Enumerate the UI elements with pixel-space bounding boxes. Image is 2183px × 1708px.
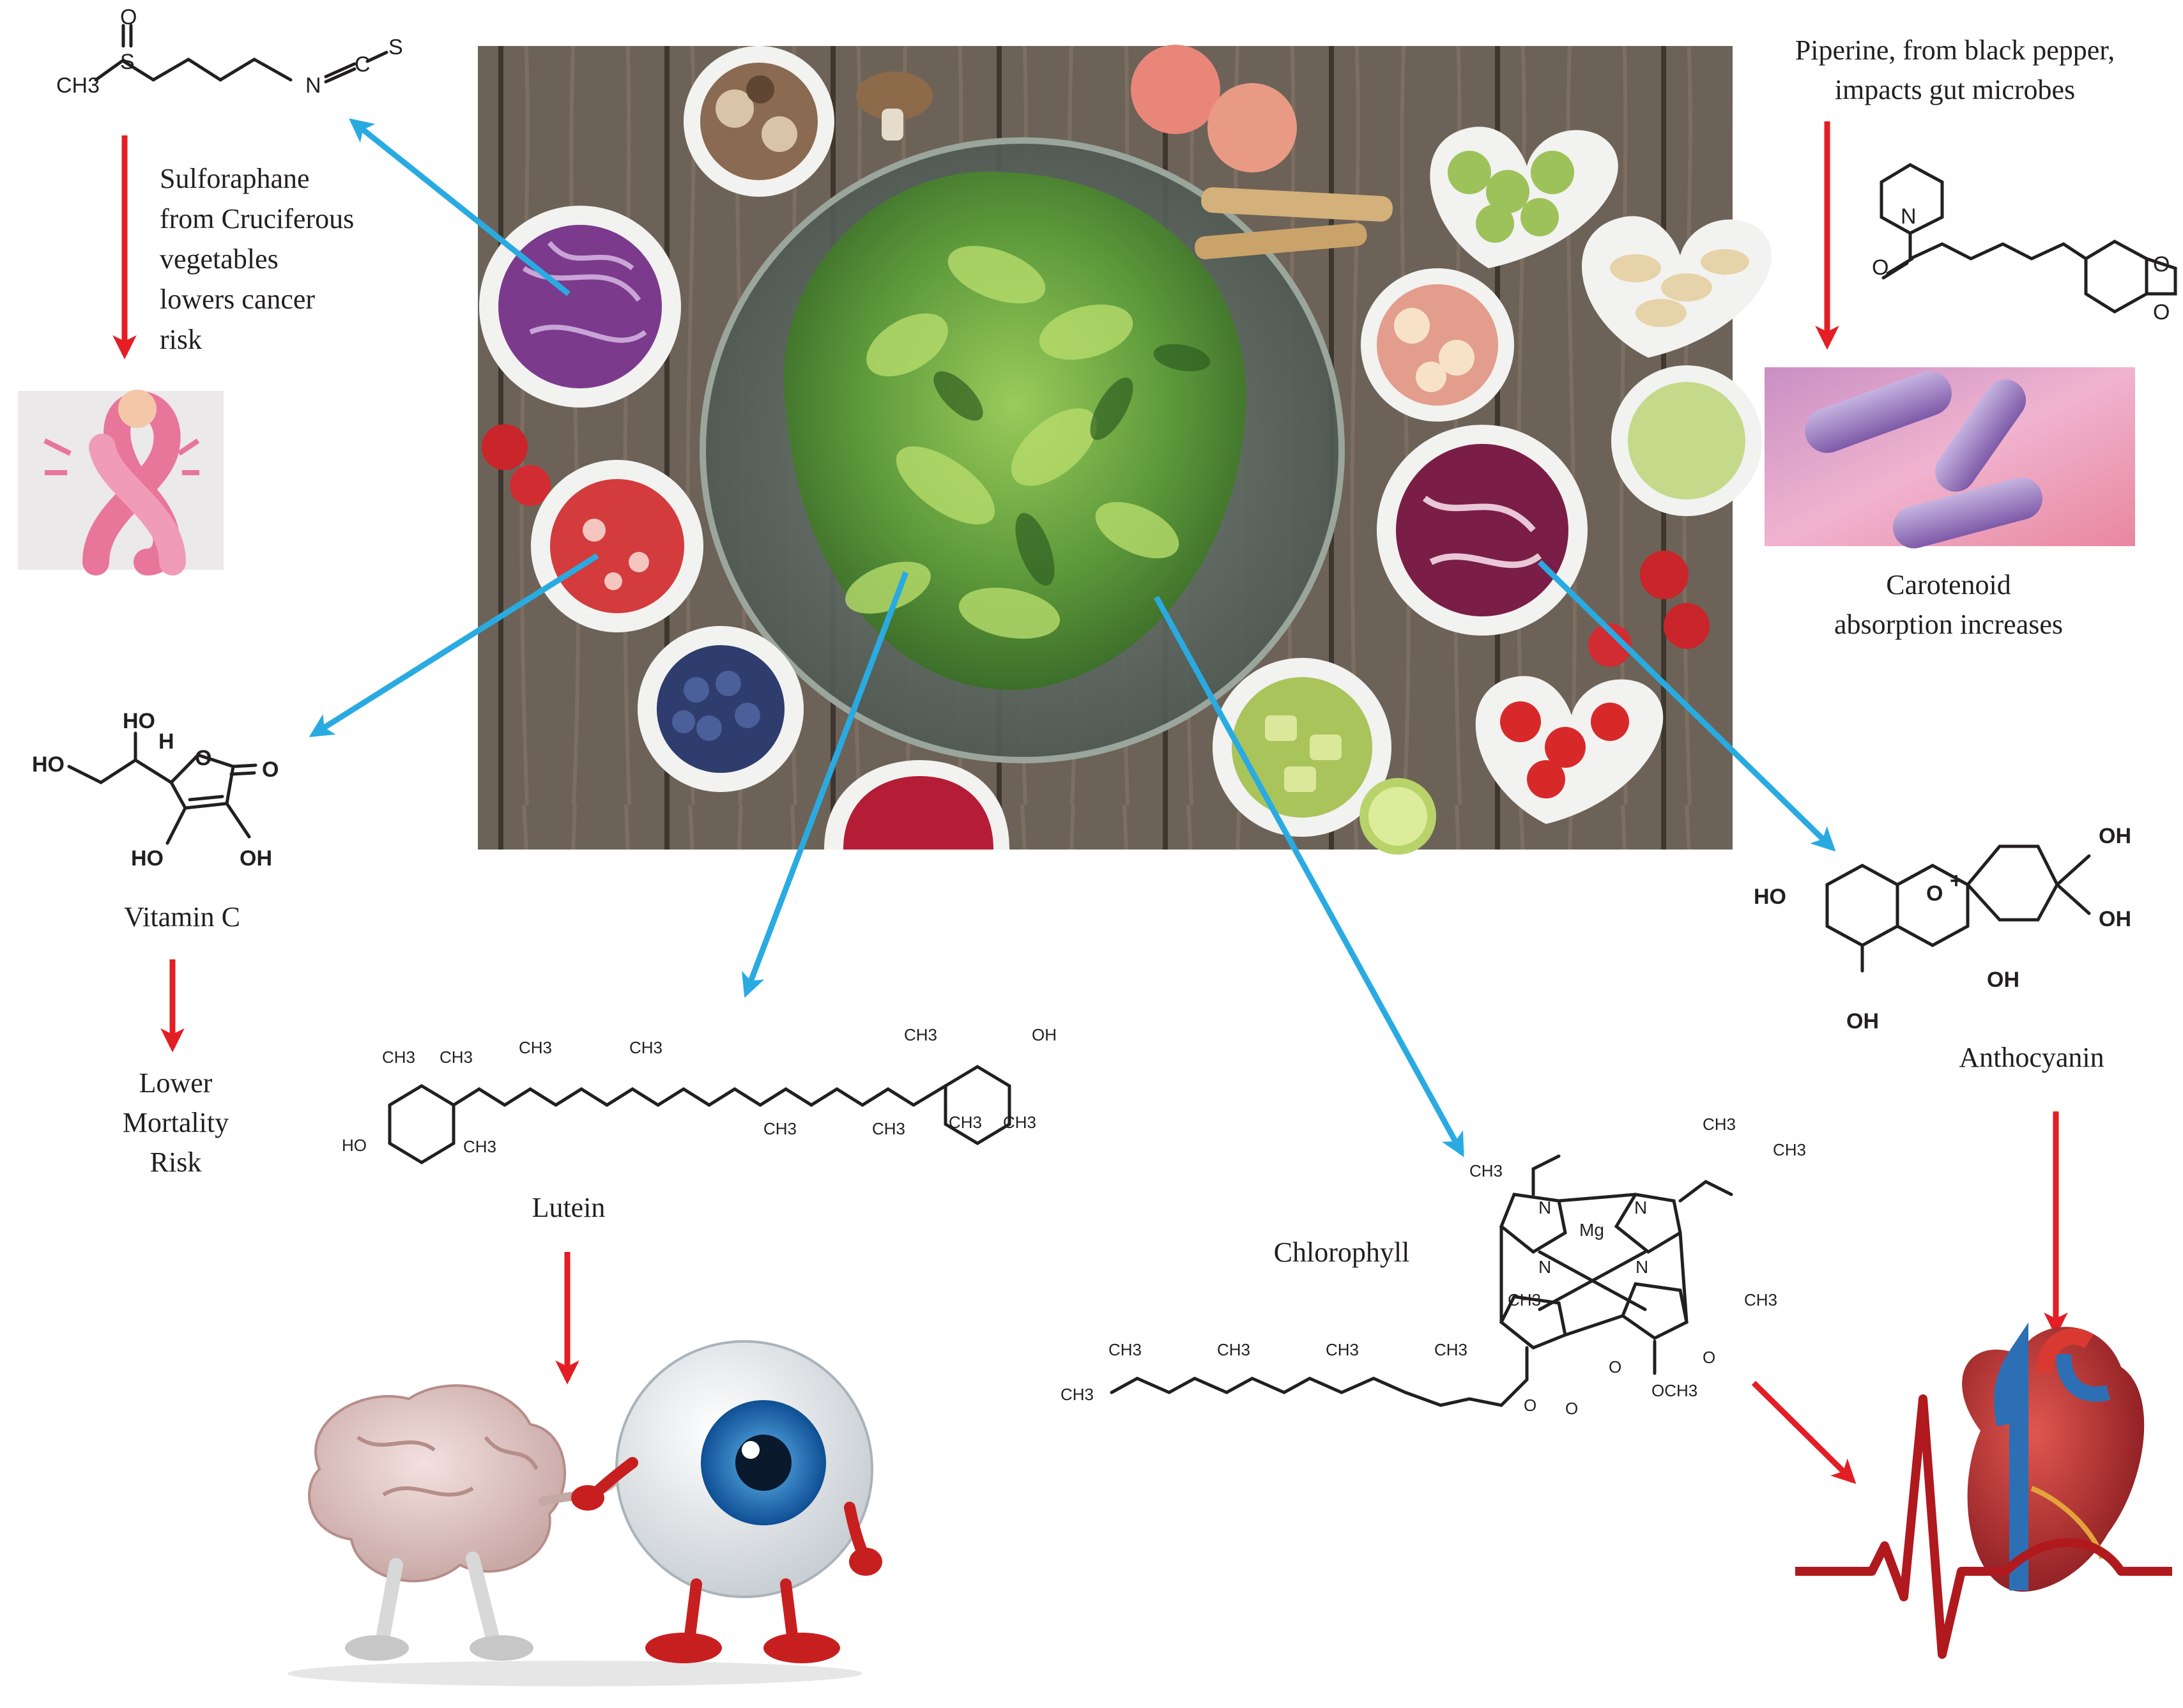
- atom-label: CH3: [1003, 1113, 1037, 1132]
- atom-label: S: [388, 35, 403, 59]
- atom-label: CH3: [1703, 1115, 1736, 1134]
- arrow-chlorophyll-to-heart: [1751, 1380, 1857, 1484]
- carotenoid-label: Carotenoid absorption increases: [1834, 569, 2063, 640]
- atom-label: O: [2153, 252, 2170, 277]
- atom-label: S: [120, 50, 135, 74]
- atom-label: +: [1950, 869, 1963, 893]
- atom-label: CH3: [519, 1038, 553, 1057]
- atom-label: O: [195, 746, 212, 770]
- atom-label: OH: [1987, 968, 2019, 992]
- atom-label: CH3: [872, 1119, 906, 1138]
- atom-label: CH3: [1434, 1340, 1468, 1359]
- piperine-label: Piperine, from black pepper, impacts gut…: [1795, 34, 2115, 105]
- atom-label: CH3: [1508, 1290, 1542, 1309]
- arrow-greens-to-lutein: [742, 571, 909, 998]
- atom-label: CH3: [382, 1048, 416, 1067]
- atom-label: CH3: [56, 73, 100, 98]
- atom-label: HO: [1754, 885, 1786, 909]
- atom-label: N: [1901, 204, 1917, 229]
- arrow-cabbage-to-sulforaphane: [349, 118, 571, 296]
- atom-label: CH3: [1108, 1340, 1142, 1359]
- atom-label: CH3: [1217, 1340, 1251, 1359]
- atom-label: HO: [32, 752, 65, 777]
- structure-sulforaphane: [94, 24, 388, 84]
- sulforaphane-label: Sulforaphane from Cruciferous vegetables…: [160, 163, 355, 355]
- brain-eye-illustration: [287, 1340, 882, 1686]
- atom-label: N: [1635, 1257, 1649, 1277]
- atom-label: CH3: [1469, 1161, 1503, 1180]
- lutein-label: Lutein: [532, 1192, 606, 1223]
- atom-label: O: [1926, 881, 1943, 906]
- atom-label: N: [305, 73, 321, 98]
- atom-label: HO: [123, 709, 155, 733]
- atom-label: HO: [342, 1136, 367, 1155]
- atom-label: O: [1524, 1396, 1537, 1415]
- atom-label: OH: [2099, 907, 2131, 931]
- atom-label: CH3: [1773, 1140, 1807, 1159]
- atom-label: C: [355, 52, 371, 77]
- anthocyanin-label: Anthocyanin: [1959, 1042, 2104, 1073]
- atom-label: OCH3: [1651, 1381, 1698, 1400]
- pointer-arrows: [309, 118, 1836, 1157]
- atom-label: O: [1872, 255, 1889, 280]
- structure-chlorophyll: [1110, 1154, 1733, 1407]
- structure-anthocyanin: [1825, 844, 2091, 973]
- structure-lutein: [388, 1065, 1011, 1164]
- vitamin-c-label: Vitamin C: [124, 901, 240, 933]
- cancer-ribbon-illustration: [18, 390, 224, 576]
- atom-label: O: [2153, 300, 2170, 324]
- arrow-radicchio-to-anthocyanin: [1537, 560, 1836, 852]
- atom-label: N: [1538, 1257, 1552, 1277]
- atom-label: CH3: [904, 1025, 938, 1044]
- atom-label: OH: [2099, 824, 2131, 848]
- atom-label: O: [120, 5, 137, 29]
- atom-label: O: [1565, 1399, 1579, 1418]
- gut-microbes-illustration: [1765, 367, 2135, 549]
- atom-label: CH3: [440, 1048, 473, 1067]
- heart-illustration: [1795, 1322, 2172, 1659]
- food-photo: [478, 45, 1772, 855]
- atom-label: OH: [1032, 1025, 1057, 1044]
- effect-arrows: [112, 121, 2068, 1484]
- atom-label: CH3: [1061, 1385, 1094, 1404]
- atom-label: O: [262, 758, 279, 782]
- atom-label: H: [158, 729, 174, 754]
- structure-vitamin-c: [67, 731, 257, 845]
- atom-label: CH3: [629, 1038, 663, 1057]
- lower-mortality-label: Lower Mortality Risk: [122, 1067, 229, 1178]
- atom-label: OH: [240, 846, 272, 871]
- atom-label: CH3: [1326, 1340, 1360, 1359]
- arrow-strawberry-to-vitamin-c: [309, 553, 599, 738]
- atom-label: HO: [131, 846, 164, 871]
- atom-label: CH3: [763, 1119, 797, 1138]
- atom-label: CH3: [463, 1137, 497, 1156]
- atom-label: O: [1609, 1357, 1622, 1376]
- atom-label: OH: [1846, 1009, 1879, 1033]
- atom-label: O: [1703, 1348, 1716, 1367]
- arrow-greens-to-chlorophyll: [1154, 595, 1464, 1157]
- atom-label: Mg: [1579, 1220, 1604, 1240]
- atom-label: CH3: [1744, 1290, 1778, 1309]
- chlorophyll-label: Chlorophyll: [1273, 1237, 1410, 1268]
- atom-label: N: [1538, 1198, 1552, 1217]
- atom-label: CH3: [949, 1113, 983, 1132]
- structure-piperine: [1880, 163, 2177, 314]
- atom-label: N: [1634, 1198, 1648, 1217]
